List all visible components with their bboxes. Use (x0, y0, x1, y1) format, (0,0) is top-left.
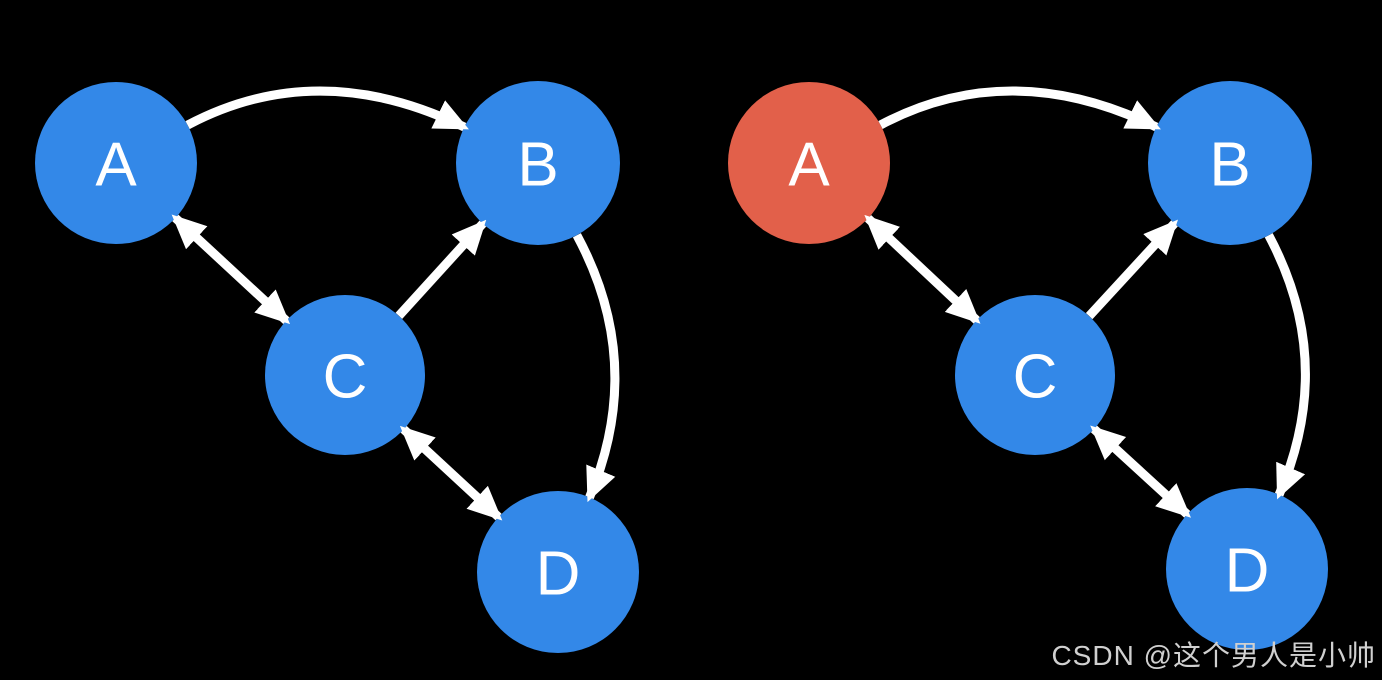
edge-B-D (1264, 233, 1310, 500)
edge-A-C (864, 214, 981, 324)
node-circle (1148, 81, 1312, 245)
graph-right: A B C D (728, 81, 1328, 650)
edge-C-B (1085, 219, 1178, 320)
node-circle (1166, 488, 1328, 650)
node-circle (477, 491, 639, 653)
node-label: C (1013, 342, 1058, 411)
node-label: D (1225, 536, 1270, 605)
edge-A-C (171, 214, 291, 325)
node-A: A (35, 82, 197, 244)
node-label: B (1209, 130, 1250, 199)
node-label: A (788, 130, 830, 199)
node-circle (265, 295, 425, 455)
node-circle (728, 82, 890, 244)
node-B: B (456, 81, 620, 245)
node-A: A (728, 82, 890, 244)
node-C: C (265, 295, 425, 455)
edge-C-D (399, 425, 503, 521)
node-label: B (517, 130, 558, 199)
node-label: A (95, 130, 137, 199)
edge-B-D (572, 233, 620, 503)
node-label: C (323, 342, 368, 411)
node-D: D (1166, 488, 1328, 650)
node-D: D (477, 491, 639, 653)
node-circle (955, 295, 1115, 455)
node-label: D (536, 539, 581, 608)
edge-C-B (395, 219, 487, 319)
node-C: C (955, 295, 1115, 455)
edge-C-D (1090, 425, 1191, 518)
graph-left: A B C D (35, 81, 639, 653)
edge-A-B (185, 86, 469, 132)
node-circle (456, 81, 620, 245)
node-circle (35, 82, 197, 244)
edge-A-B (878, 86, 1161, 132)
node-B: B (1148, 81, 1312, 245)
